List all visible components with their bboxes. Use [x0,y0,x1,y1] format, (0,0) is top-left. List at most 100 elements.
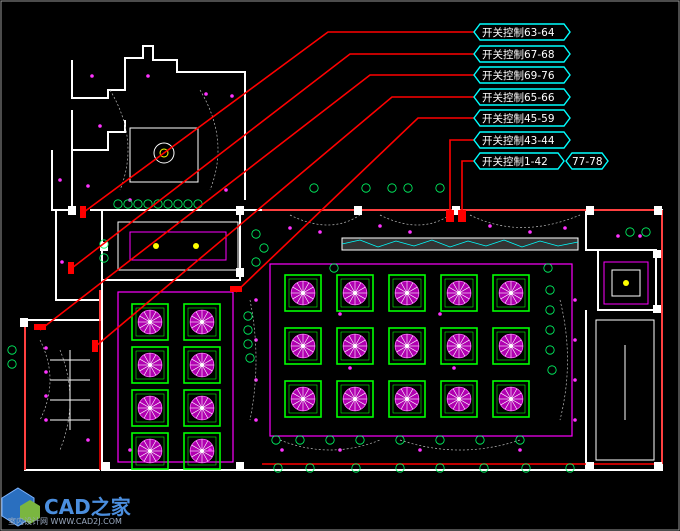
switch-markers [34,206,466,352]
downlight-dot [90,74,94,78]
number-bubble [271,435,281,445]
number-bubble [251,257,261,267]
number-bubble [251,229,261,239]
number-bubble [183,199,193,209]
switch-tag-5-frame [473,109,571,127]
downlight-dot [208,448,212,452]
number-bubble [99,253,109,263]
watermark-hex-icon-small [20,500,40,524]
downlight-dot [488,224,492,228]
ceiling-fixture [492,327,530,365]
switch-tag-3-frame [473,66,571,84]
right-small-hall [595,261,655,461]
downlight-dot [318,230,322,234]
switch-leader-lines [39,31,474,347]
watermark: CAD之家 室内设计网 WWW.CAD2J.COM [1,487,132,527]
downlight-dot [86,438,90,442]
switch-tag-6-text: 开关控制43-44 [482,134,555,147]
counter-band [341,237,579,251]
number-bubble [143,199,153,209]
switch-tag-1-text: 开关控制63-64 [482,26,555,39]
downlight-dot [230,94,234,98]
ceiling-fixture [131,303,169,341]
number-bubble [395,435,405,445]
switch-tag-2-frame [473,45,571,63]
ceiling-fixture [131,346,169,384]
number-bubble [515,435,525,445]
number-bubble [325,435,335,445]
switch-tag-4-text: 开关控制65-66 [482,91,555,104]
ceiling-fixture [336,380,374,418]
number-bubble [361,183,371,193]
number-bubble [545,285,555,295]
downlight-dot [638,234,642,238]
number-bubble [153,199,163,209]
switch-tag-extra-frame [565,152,609,170]
number-bubble [133,199,143,209]
number-bubble [245,353,255,363]
downlight-dot [86,184,90,188]
ceiling-fixture [284,327,322,365]
watermark-subtext: 室内设计网 WWW.CAD2J.COM [8,516,122,526]
ceiling-fixture [183,389,221,427]
main-fixture-grid [284,274,530,418]
switch-tag-6-frame [473,131,571,149]
ceiling-fixture [284,380,322,418]
ceiling-fixture [183,346,221,384]
wiring-arcs [39,89,581,451]
downlight-dot [573,298,577,302]
number-bubble [163,199,173,209]
downlight-dot [280,448,284,452]
watermark-logo: CAD之家 [44,495,132,519]
downlight-dot [224,188,228,192]
column-posts [20,206,662,471]
ceiling-fixture [492,274,530,312]
downlight-dot [616,234,620,238]
downlight-dot [408,230,412,234]
switch-tag-7: 开关控制1-42 [473,152,565,170]
downlight-dot [254,298,258,302]
ceiling-fixture [388,274,426,312]
number-bubble [309,183,319,193]
switch-tag-extra: 77-78 [565,152,609,170]
number-bubble [545,345,555,355]
ceiling-fixture [131,389,169,427]
corridor-ceiling [117,221,239,271]
switch-tag-7-text: 开关控制1-42 [482,155,548,168]
number-bubble [355,435,365,445]
number-bubble [543,263,553,273]
downlight-dot [452,366,456,370]
main-dining-ceiling-outline [269,263,573,437]
downlight-dot [528,230,532,234]
ceiling-fixture [388,327,426,365]
ceiling-fixture [183,432,221,470]
switch-tag-3: 开关控制69-76 [473,66,571,84]
downlight-dot [563,226,567,230]
switch-tag-2-text: 开关控制67-68 [482,48,555,61]
number-bubble [243,325,253,335]
switch-label-tags: 开关控制63-64 开关控制67-68 开关控制69-76 开关控制65-66 … [473,23,609,170]
switch-tag-4: 开关控制65-66 [473,88,571,106]
downlight-dot [338,448,342,452]
number-bubble [547,365,557,375]
number-bubble [641,227,651,237]
circuit-number-bubbles [7,183,651,473]
number-bubble [521,463,531,473]
downlight-dot [44,370,48,374]
number-bubble [479,463,489,473]
number-bubble [99,239,109,249]
ceiling-fixture [440,380,478,418]
number-bubble [113,199,123,209]
number-bubble [565,463,575,473]
downlight-dot [438,312,442,316]
ceiling-fixture [336,327,374,365]
number-bubble [387,183,397,193]
downlight-dot [254,418,258,422]
downlight-dot [288,226,292,230]
downlight-dot [60,260,64,264]
number-bubble [295,435,305,445]
downlight-dot [254,378,258,382]
